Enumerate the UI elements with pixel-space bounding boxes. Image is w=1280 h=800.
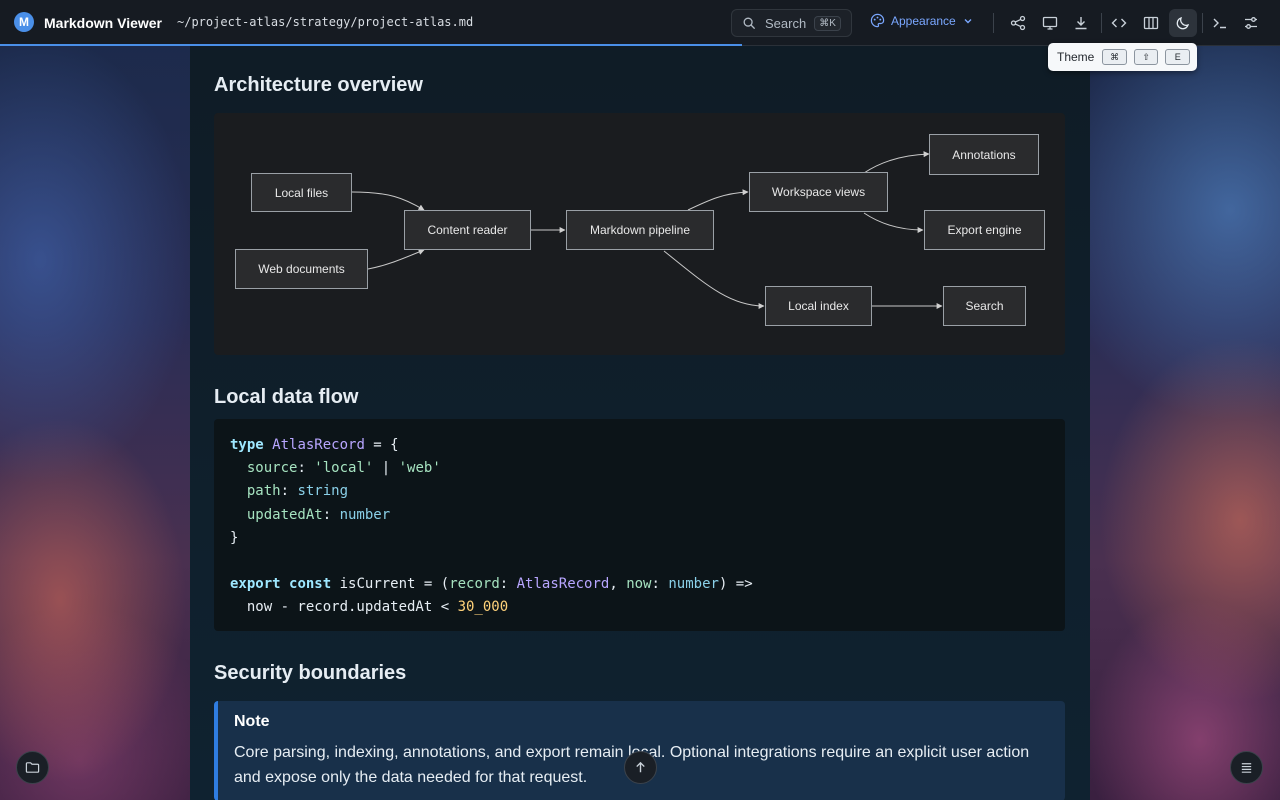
heading-data-flow: Local data flow (214, 386, 359, 408)
node-local-index: Local index (765, 286, 872, 326)
heading-architecture: Architecture overview (214, 74, 423, 96)
node-local-files: Local files (251, 173, 352, 212)
terminal-button[interactable] (1206, 9, 1234, 37)
share-graph-icon (1010, 15, 1026, 31)
appearance-dropdown[interactable]: Appearance (870, 13, 980, 28)
appearance-label: Appearance (891, 13, 956, 28)
folder-icon (25, 762, 40, 773)
search-label: Search (765, 15, 807, 31)
tooltip-label: Theme (1057, 50, 1095, 64)
scroll-to-top-button[interactable] (624, 751, 657, 784)
outline-list-icon (1241, 763, 1252, 773)
code-icon (1111, 18, 1127, 28)
toolbar-divider (993, 13, 994, 33)
code-line: export const isCurrent = (record: AtlasR… (230, 576, 753, 593)
graph-view-button[interactable] (1004, 9, 1032, 37)
file-browser-button[interactable] (16, 751, 49, 784)
app-title: Markdown Viewer (44, 15, 163, 31)
code-line (230, 550, 1049, 573)
top-bar: M Markdown Viewer ~/project-atlas/strate… (0, 0, 1280, 46)
arrow-up-icon (636, 761, 645, 773)
node-search: Search (943, 286, 1026, 326)
node-export-engine: Export engine (924, 210, 1045, 250)
app-logo[interactable]: M (14, 12, 34, 32)
node-content-reader: Content reader (404, 210, 531, 250)
note-title: Note (234, 713, 270, 730)
heading-security: Security boundaries (214, 662, 407, 684)
code-line: source: 'local' | 'web' (246, 460, 441, 477)
toolbar-divider (1101, 13, 1102, 33)
code-line: updatedAt: number (246, 506, 391, 523)
node-markdown-pipeline: Markdown pipeline (566, 210, 714, 250)
search-icon (743, 17, 755, 29)
search-shortcut: ⌘K (814, 15, 841, 31)
architecture-diagram: Local files Web documents Content reader… (214, 113, 1065, 355)
toolbar-divider (1202, 13, 1203, 33)
download-icon (1075, 17, 1087, 30)
settings-button[interactable] (1237, 9, 1265, 37)
diagram-edges (351, 151, 943, 309)
code-line: } (230, 529, 239, 546)
split-view-button[interactable] (1137, 9, 1165, 37)
search-button[interactable]: Search ⌘K (731, 9, 852, 37)
present-icon (1042, 16, 1058, 30)
theme-tooltip: Theme ⌘ ⇧ E (1048, 43, 1197, 71)
tooltip-key-e: E (1165, 49, 1190, 65)
source-view-button[interactable] (1105, 9, 1133, 37)
code-line: type AtlasRecord = { (230, 437, 399, 453)
settings-sliders-icon (1245, 17, 1257, 29)
reading-progress-bar (0, 44, 743, 46)
moon-icon (1176, 16, 1190, 30)
outline-button[interactable] (1230, 751, 1263, 784)
tooltip-key-command: ⌘ (1102, 49, 1127, 65)
file-path: ~/project-atlas/strategy/project-atlas.m… (177, 15, 474, 29)
download-button[interactable] (1067, 9, 1095, 37)
code-line: path: string (246, 483, 349, 500)
tooltip-key-shift: ⇧ (1133, 49, 1159, 65)
palette-icon (870, 13, 885, 28)
document-content: Architecture overview Local files Web do… (190, 46, 1090, 800)
columns-icon (1143, 16, 1159, 30)
terminal-icon (1213, 18, 1226, 29)
node-workspace-views: Workspace views (749, 172, 888, 212)
code-block[interactable]: type AtlasRecord = { source: 'local' | '… (214, 419, 1065, 631)
node-web-documents: Web documents (235, 249, 368, 289)
node-annotations: Annotations (929, 134, 1039, 175)
theme-toggle-button[interactable] (1169, 9, 1197, 37)
present-button[interactable] (1036, 9, 1064, 37)
chevron-down-icon (964, 18, 972, 23)
code-line: now - record.updatedAt < 30_000 (230, 599, 509, 616)
